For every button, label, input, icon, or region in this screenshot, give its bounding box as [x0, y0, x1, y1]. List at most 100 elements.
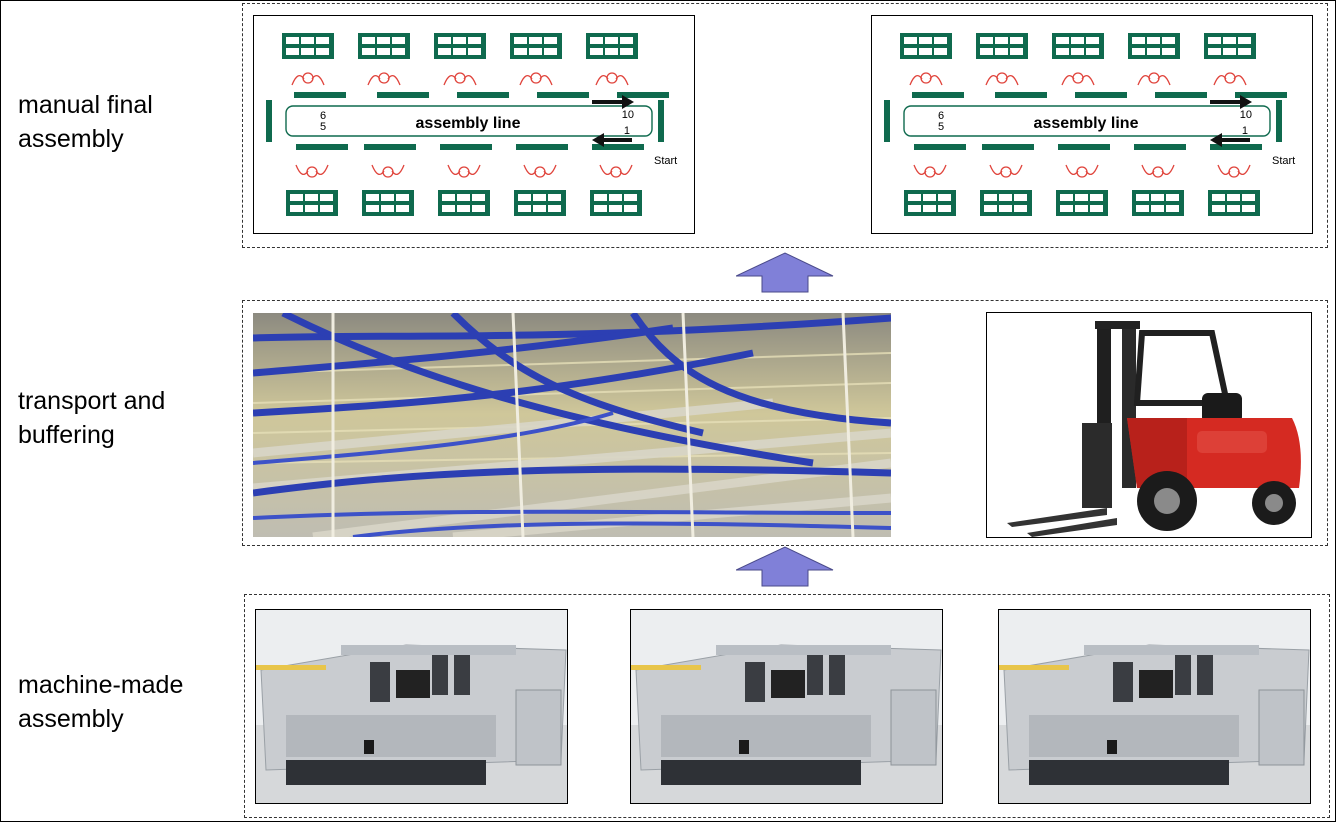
worker-arms: [1061, 74, 1095, 86]
machine-top-rail: [716, 645, 891, 655]
workstation-cell: [1238, 48, 1251, 55]
worker-head: [530, 72, 542, 84]
worker-head: [1072, 72, 1084, 84]
workstation-icon: [1208, 190, 1260, 216]
line-end-bar-right: [1276, 100, 1282, 142]
workstation-cell: [396, 194, 409, 201]
workstation-cell: [904, 37, 917, 44]
workstation-cell: [908, 205, 921, 212]
workstation-cell: [1010, 37, 1023, 44]
machine-top-rail: [341, 645, 516, 655]
workstation-icon: [590, 190, 642, 216]
station-bar-bottom: [440, 144, 492, 150]
workstation-cell: [1014, 205, 1027, 212]
workstation-cell: [1147, 37, 1160, 44]
workstation-cell: [609, 194, 622, 201]
machine-side-cabinet: [515, 689, 562, 766]
workstation-cell: [548, 205, 561, 212]
assembly-line-conveyor: [903, 105, 1271, 137]
station-number-10: 10: [622, 109, 634, 121]
station-number-10: 10: [1240, 109, 1252, 121]
workstation-cell: [518, 205, 531, 212]
worker-arms: [1213, 74, 1247, 86]
worker-arms: [367, 74, 401, 86]
station-bar-bottom: [982, 144, 1034, 150]
workstation-cell: [290, 205, 303, 212]
workstation-frame: [1132, 190, 1184, 216]
workstation-frame: [1052, 33, 1104, 59]
workstation-cell: [457, 194, 470, 201]
worker-arms: [913, 164, 947, 176]
workstation-cell: [1227, 194, 1240, 201]
workstation-cell: [392, 37, 405, 44]
workstation-cell: [514, 37, 527, 44]
workstation-cell: [590, 48, 603, 55]
worker-icon: [985, 72, 1019, 86]
workstation-cell: [1071, 37, 1084, 44]
workstation-cell: [518, 194, 531, 201]
workstation-cell: [1086, 37, 1099, 44]
workstation-cell: [995, 48, 1008, 55]
worker-head: [996, 72, 1008, 84]
workstation-frame: [434, 33, 486, 59]
tier-box-machine: [244, 594, 1330, 818]
station-bar-bottom: [296, 144, 348, 150]
worker-icon: [295, 164, 329, 178]
worker-icon: [1213, 72, 1247, 86]
line-end-bar-right: [658, 100, 664, 142]
tier-box-transport: [242, 300, 1328, 546]
assembly-machine-photo-3: [998, 609, 1311, 804]
worker-icon: [989, 164, 1023, 178]
machine-yellow-rail: [999, 665, 1069, 670]
machine-unit: [370, 662, 390, 702]
worker-head: [920, 72, 932, 84]
workstation-cell: [438, 37, 451, 44]
workstation-cell: [377, 37, 390, 44]
machine-lower-mechanics: [286, 760, 486, 785]
workstation-frame: [286, 190, 338, 216]
workstation-cell: [620, 48, 633, 55]
line-end-bar-left: [266, 100, 272, 142]
worker-head: [1000, 166, 1012, 178]
worker-head: [306, 166, 318, 178]
workstation-cell: [366, 194, 379, 201]
workstation-cell: [1060, 205, 1073, 212]
workstation-cell: [923, 205, 936, 212]
workstation-cell: [1147, 48, 1160, 55]
station-bar-top: [995, 92, 1047, 98]
worker-head: [924, 166, 936, 178]
workstation-cell: [1212, 194, 1225, 201]
assembly-line-label: assembly line: [416, 115, 521, 132]
workstation-cell: [1238, 37, 1251, 44]
workstation-cell: [362, 48, 375, 55]
worker-arms: [443, 74, 477, 86]
machine-base: [286, 715, 496, 757]
workstation-cell: [548, 194, 561, 201]
workstation-frame: [976, 33, 1028, 59]
workstation-cell: [316, 37, 329, 44]
machine-lower-mechanics: [1029, 760, 1229, 785]
station-bar-bottom: [1058, 144, 1110, 150]
machine-unit: [432, 655, 448, 695]
machine-monitor: [1139, 670, 1173, 698]
workstation-cell: [1090, 205, 1103, 212]
tier-label-machine-made-assembly: machine-made assembly: [18, 671, 184, 733]
workstation-cell: [286, 48, 299, 55]
workstation-frame: [514, 190, 566, 216]
workstation-cell: [919, 48, 932, 55]
worker-head: [302, 72, 314, 84]
workstation-icon: [362, 190, 414, 216]
worker-icon: [595, 72, 629, 86]
workstation-icon: [286, 190, 338, 216]
workstation-cell: [995, 37, 1008, 44]
worker-head: [382, 166, 394, 178]
worker-icon: [599, 164, 633, 178]
workstation-cell: [1166, 205, 1179, 212]
workstation-cell: [1132, 37, 1145, 44]
workstation-icon: [358, 33, 410, 59]
worker-arms: [1065, 164, 1099, 176]
workstation-cell: [529, 48, 542, 55]
worker-arms: [989, 164, 1023, 176]
